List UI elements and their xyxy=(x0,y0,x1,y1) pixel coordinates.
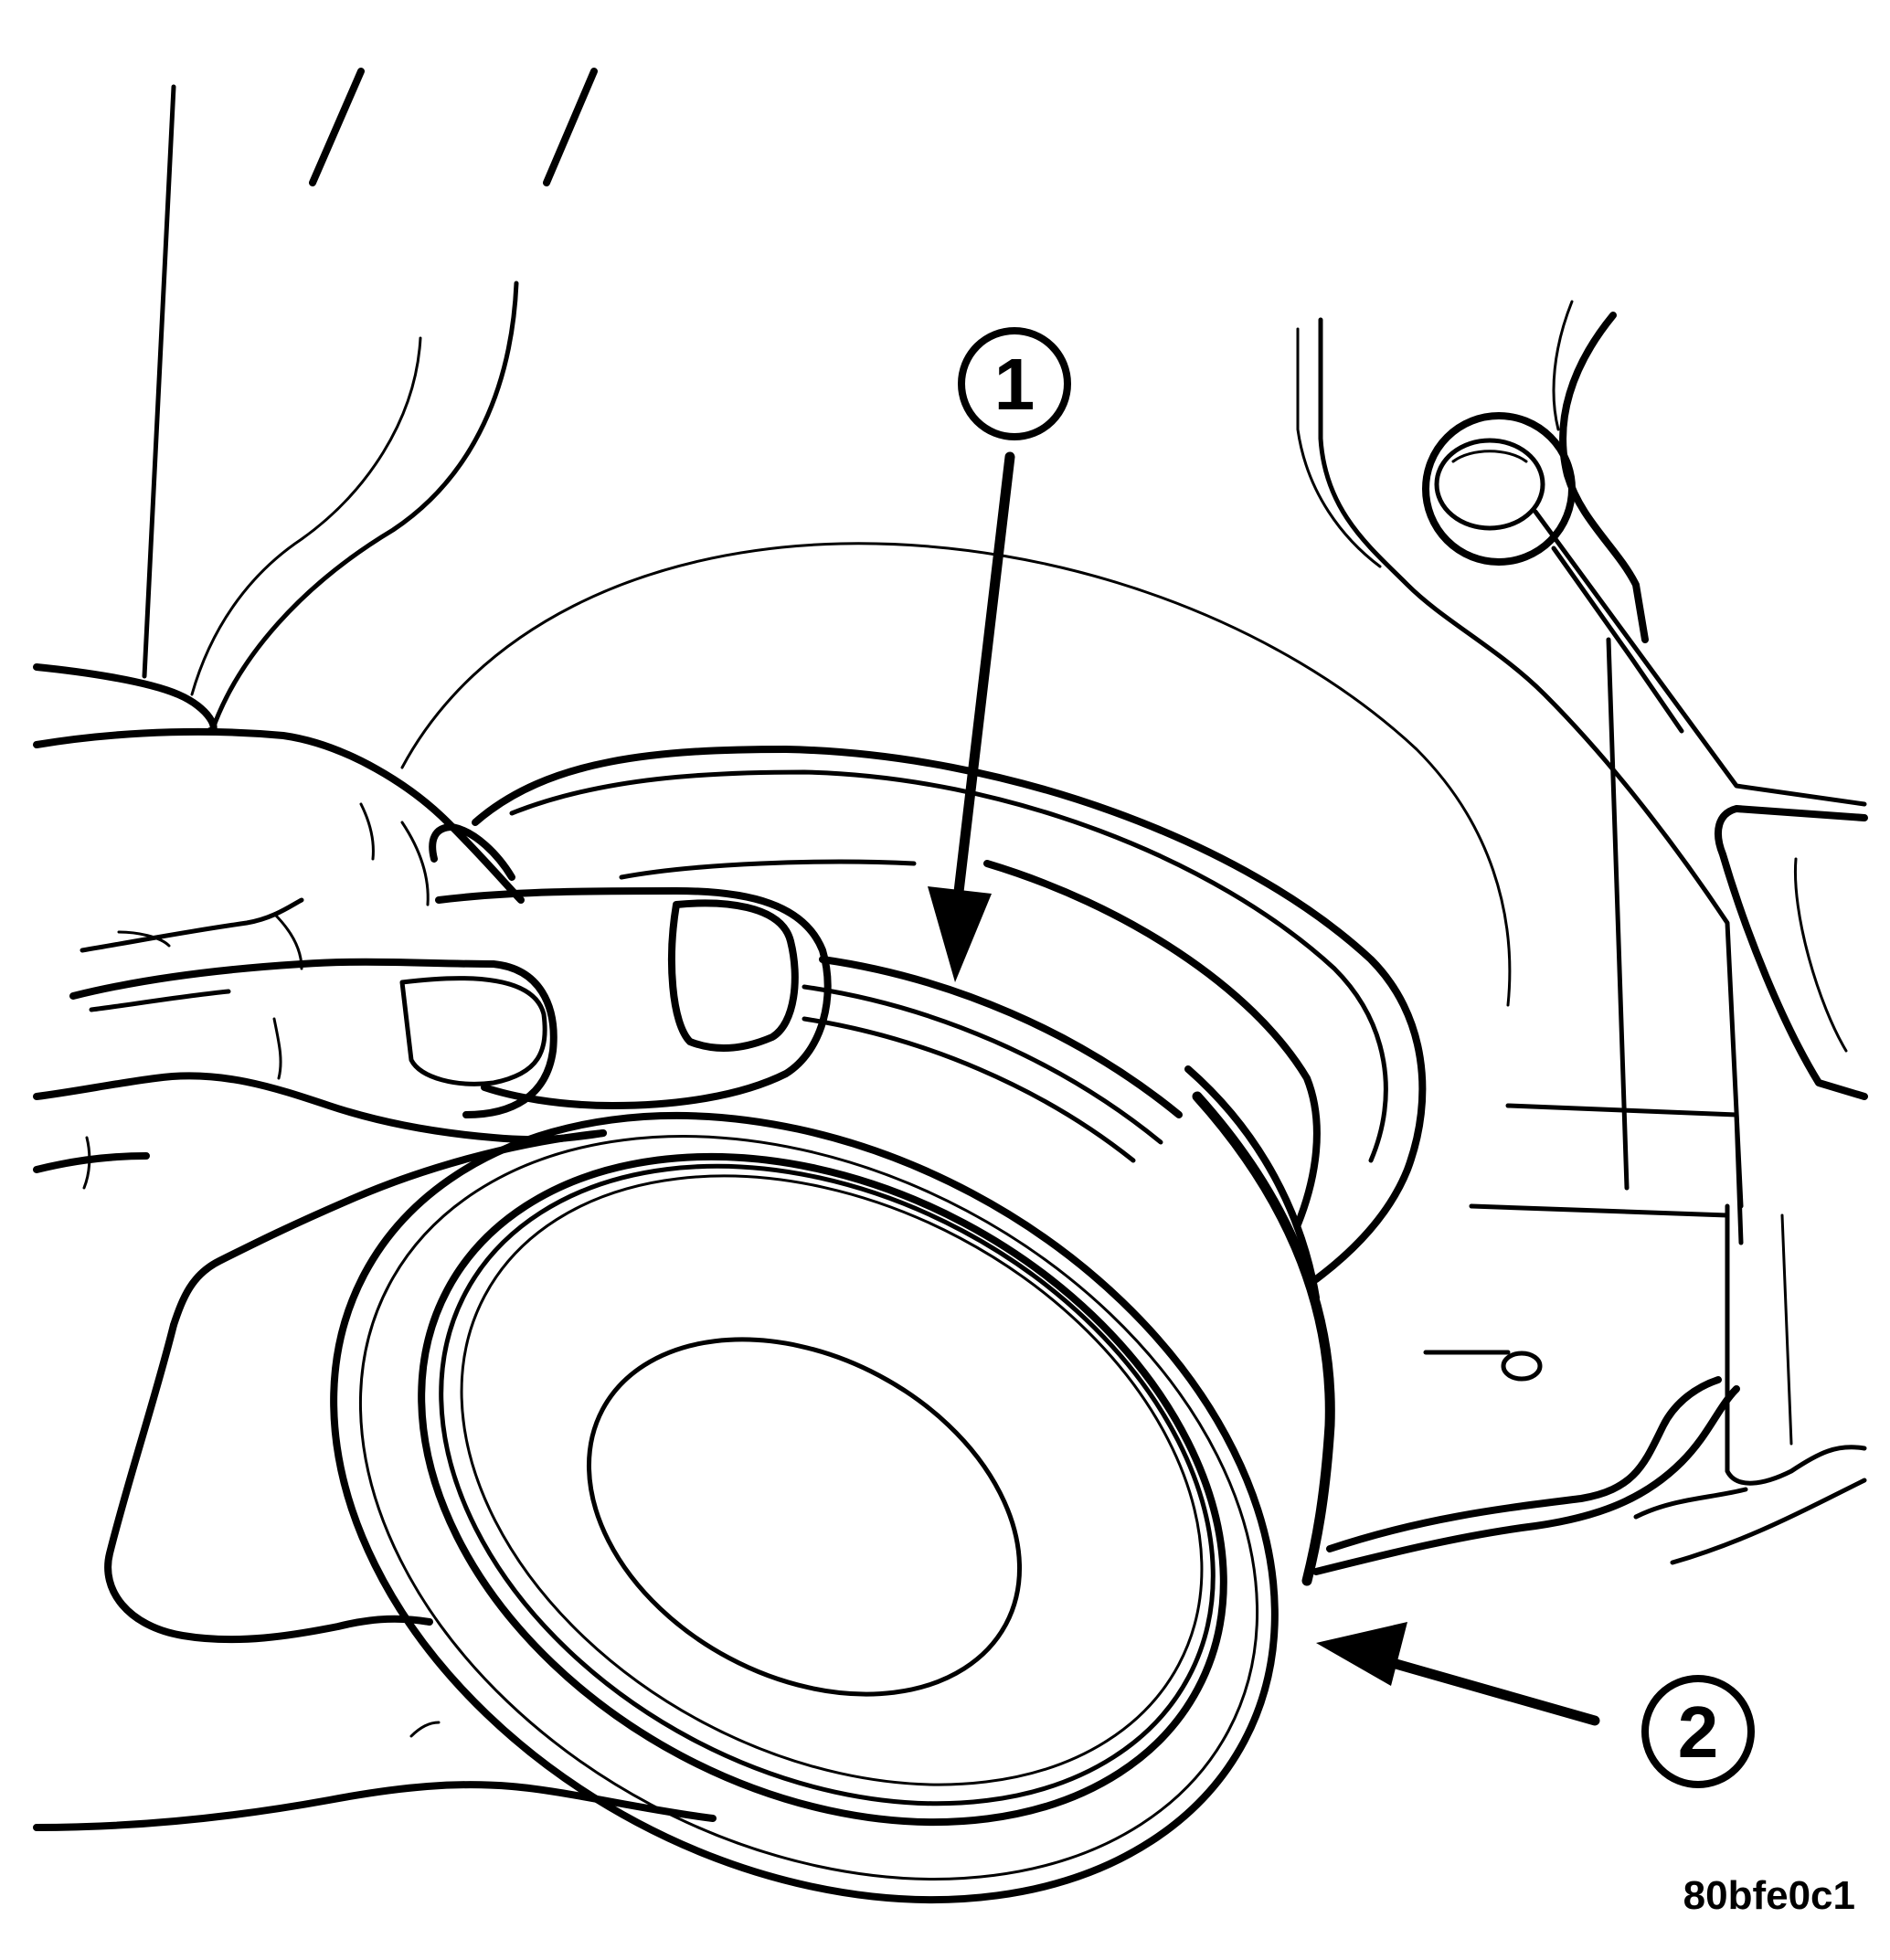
rear-main-seal xyxy=(330,956,1335,1904)
arrowhead-1 xyxy=(928,886,992,982)
engine-block-left-edges xyxy=(142,68,598,734)
leader-arrow-1 xyxy=(928,451,1015,982)
technician-hand xyxy=(33,663,832,1831)
arrowhead-2 xyxy=(1316,1622,1407,1686)
callout-2: 2 xyxy=(1641,1675,1755,1788)
callout-1-label: 1 xyxy=(994,344,1035,425)
engine-block-right xyxy=(1296,300,1868,1575)
leader-arrow-2 xyxy=(1316,1622,1600,1726)
housing-arc xyxy=(400,542,1512,1283)
figure-code: 80bfe0c1 xyxy=(1683,1873,1855,1918)
callout-1: 1 xyxy=(958,327,1071,440)
callout-2-label: 2 xyxy=(1678,1691,1719,1773)
